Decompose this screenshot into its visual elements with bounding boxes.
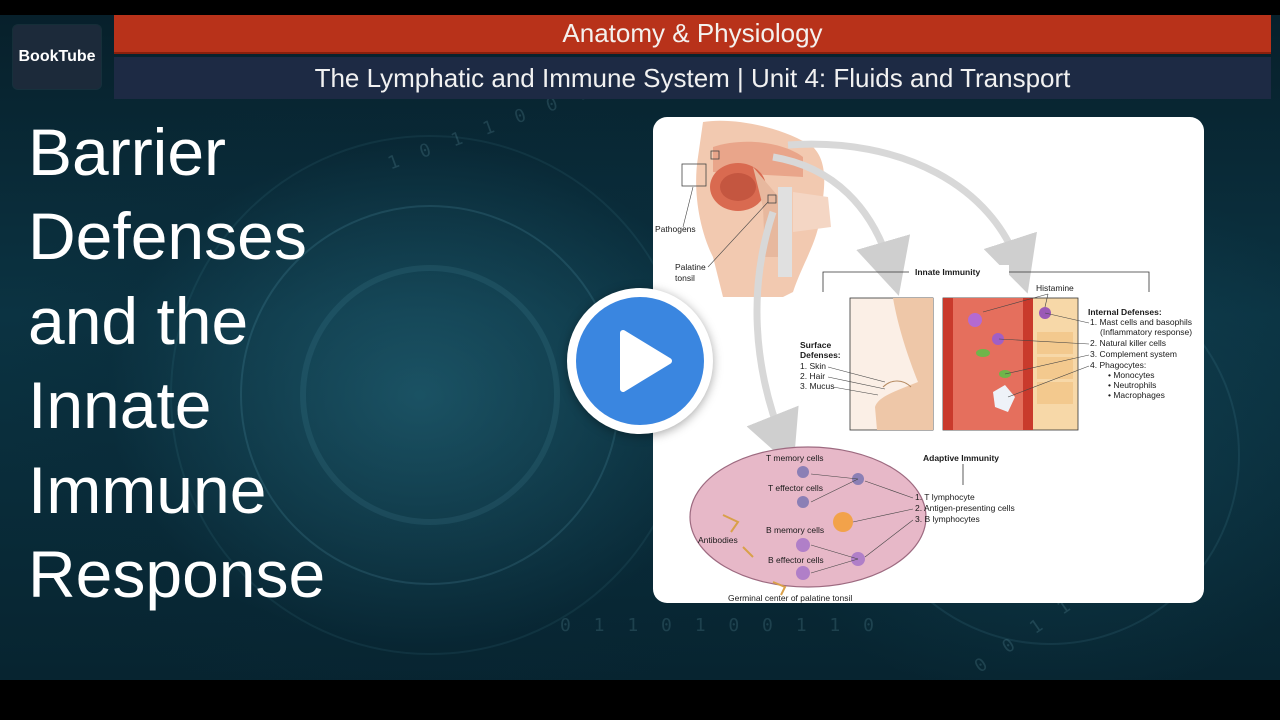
- booktube-logo: BookTube: [13, 25, 101, 89]
- label-internal-defenses: Internal Defenses:: [1088, 307, 1162, 317]
- lecture-title: Barrier Defenses and the Innate Immune R…: [28, 110, 388, 617]
- label-pathogens: Pathogens: [655, 224, 696, 234]
- label-surface-defenses: Surface: [800, 340, 831, 350]
- label-monocytes: • Monocytes: [1108, 370, 1154, 380]
- label-histamine: Histamine: [1036, 283, 1074, 293]
- arrow: [772, 153, 911, 296]
- label-antibodies: Antibodies: [698, 535, 738, 545]
- zoom-box: [767, 194, 777, 204]
- germinal-center: [689, 446, 927, 596]
- unit-banner: The Lymphatic and Immune System | Unit 4…: [114, 57, 1271, 99]
- unit-title: The Lymphatic and Immune System | Unit 4…: [314, 62, 1071, 93]
- arrow: [746, 210, 799, 469]
- label-mucus: 3. Mucus: [800, 381, 835, 391]
- label-tonsil: tonsil: [675, 273, 695, 283]
- play-button-circle[interactable]: [576, 297, 704, 425]
- label-macrophages: • Macrophages: [1108, 390, 1165, 400]
- lecture-title-line: Response: [28, 537, 326, 612]
- label-apc: 2. Antigen-presenting cells: [915, 503, 1015, 513]
- label-innate-immunity: Innate Immunity: [915, 267, 980, 277]
- label-t-memory: T memory cells: [766, 453, 823, 463]
- label-t-effector: T effector cells: [768, 483, 823, 493]
- background-digits: 0 1 1 0 1 0 0 1 1 0: [560, 615, 880, 636]
- blood-vessel-panel: [942, 297, 1079, 431]
- bottom-bar: [0, 680, 1280, 720]
- nose-panel: [849, 297, 934, 431]
- label-complement: 3. Complement system: [1090, 349, 1177, 359]
- lecture-title-line: Innate: [28, 368, 212, 443]
- label-mast-cells: 1. Mast cells and basophils: [1090, 317, 1192, 327]
- label-b-effector: B effector cells: [768, 555, 824, 565]
- label-nk-cells: 2. Natural killer cells: [1090, 338, 1166, 348]
- label-skin: 1. Skin: [800, 361, 826, 371]
- immune-figure-card: Pathogens Palatine tonsil Innate Immunit…: [653, 117, 1204, 603]
- course-title: Anatomy & Physiology: [562, 18, 823, 48]
- label-b-memory: B memory cells: [766, 525, 824, 535]
- play-button[interactable]: [567, 288, 713, 434]
- lecture-title-line: and the: [28, 283, 249, 358]
- label-adaptive-immunity: Adaptive Immunity: [923, 453, 999, 463]
- label-surface-defenses-2: Defenses:: [800, 350, 841, 360]
- play-icon: [620, 330, 672, 392]
- label-germinal-caption: Germinal center of palatine tonsil: [728, 593, 852, 603]
- logo-text: BookTube: [18, 48, 96, 65]
- zoom-box: [681, 163, 707, 187]
- zoom-box: [710, 150, 720, 160]
- label-b-lymphocytes: 3. B lymphocytes: [915, 514, 980, 524]
- course-banner: Anatomy & Physiology: [114, 15, 1271, 54]
- label-palatine: Palatine: [675, 262, 706, 272]
- immune-system-diagram: Pathogens Palatine tonsil Innate Immunit…: [655, 120, 1192, 603]
- label-t-lymphocyte: 1. T lymphocyte: [915, 492, 975, 502]
- label-phagocytes: 4. Phagocytes:: [1090, 360, 1146, 370]
- arrow: [787, 140, 1037, 294]
- label-hair: 2. Hair: [800, 371, 825, 381]
- label-inflammatory: (Inflammatory response): [1100, 327, 1192, 337]
- lecture-title-line: Immune: [28, 452, 267, 527]
- lecture-title-line: Barrier: [28, 115, 227, 189]
- label-neutrophils: • Neutrophils: [1108, 380, 1156, 390]
- lecture-title-line: Defenses: [28, 199, 307, 274]
